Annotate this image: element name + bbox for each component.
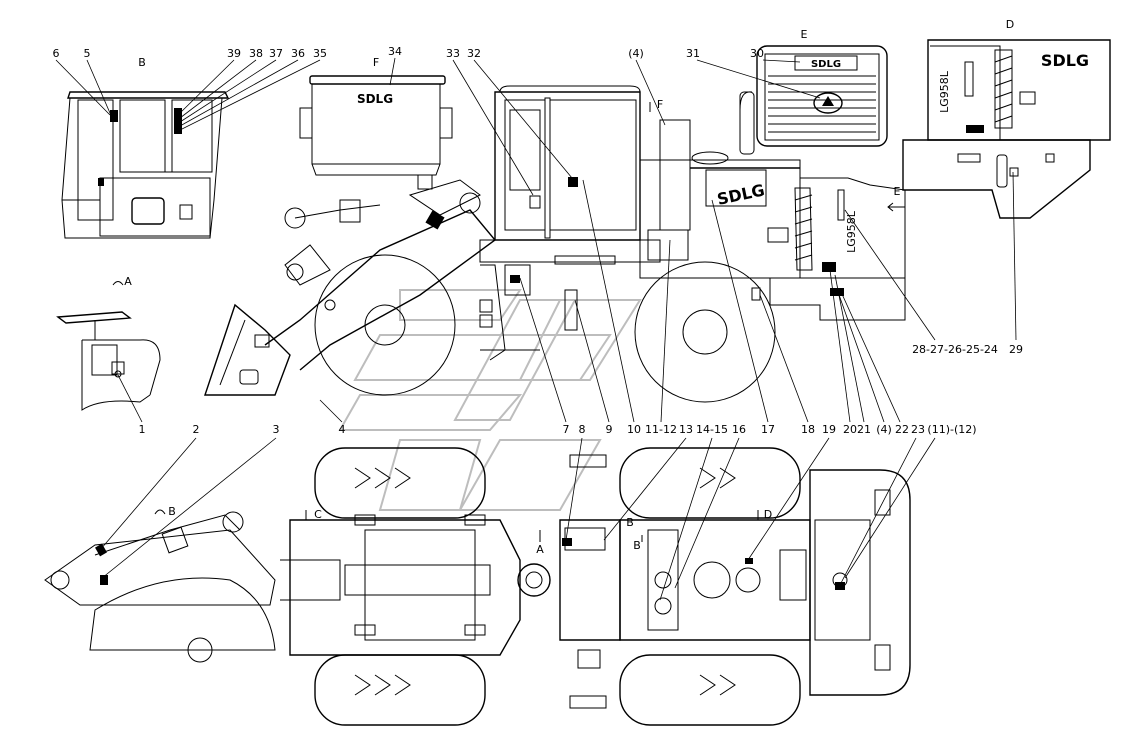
callout-23: 23 [911,423,925,436]
view-marker-e-arrow [887,202,905,212]
callout-2: 2 [193,423,200,436]
callout-30: 30 [750,47,764,60]
callout-10: 10 [627,423,641,436]
view-label-b: B [138,56,146,69]
plan-marker-b: B [633,539,641,552]
loader-plan-view [280,447,911,726]
view-marker-e: E [894,185,901,198]
callout-33: 33 [446,47,460,60]
callout-35: 35 [313,47,327,60]
callout-5: 5 [84,47,91,60]
view-marker-f: F [657,98,663,111]
view-label-f: F [373,56,379,69]
callout-4-paren-bottom: (4) [876,423,892,436]
callout-20: 20 [843,423,857,436]
body-model-mark: LG958L [845,210,858,253]
callout-17: 17 [761,423,775,436]
tank-view-f [299,75,453,176]
callout-8: 8 [579,423,586,436]
cab-view-b [61,91,230,239]
callout-6: 6 [53,47,60,60]
callout-11-12-paren: (11)-(12) [927,423,976,436]
callout-3: 3 [273,423,280,436]
callout-21: 21 [857,423,871,436]
rear-view-d [902,39,1111,219]
callout-9: 9 [606,423,613,436]
hood-view-e [756,45,888,147]
view-marker-b-arc: B [168,505,176,518]
plan-marker-b2: B [626,516,634,529]
leader-lines [55,57,1017,601]
callout-4: 4 [339,423,346,436]
view-marker-d: D [764,508,772,521]
callout-38: 38 [249,47,263,60]
plan-marker-a: A [536,543,544,556]
boom-view-b [44,511,276,663]
callout-22: 22 [895,423,909,436]
view-marker-b-arc-symbol [154,509,166,515]
watermark-logo [338,289,642,511]
callout-16: 16 [732,423,746,436]
view-marker-a: A [124,275,132,288]
callout-7: 7 [563,423,570,436]
loader-side-view [204,85,906,403]
callout-29: 29 [1009,343,1023,356]
callout-34: 34 [388,45,402,58]
rear-brand-mark: SDLG [1041,51,1089,70]
callout-32: 32 [467,47,481,60]
steering-view-a [56,311,161,411]
rear-model-mark: LG958L [938,70,951,113]
callout-36: 36 [291,47,305,60]
callout-39: 39 [227,47,241,60]
callout-18: 18 [801,423,815,436]
callout-37: 37 [269,47,283,60]
callout-4-paren-top: (4) [628,47,644,60]
callout-28-24: 28-27-26-25-24 [912,343,998,356]
view-marker-a-arc [112,281,124,286]
view-marker-c: C [314,508,322,521]
hood-brand-mark: SDLG [811,59,841,70]
callout-1: 1 [139,423,146,436]
view-label-e: E [801,28,808,41]
body-brand-mark: SDLG [715,180,766,209]
callout-19: 19 [822,423,836,436]
callout-14-15: 14-15 [696,423,728,436]
callout-11-12: 11-12 [645,423,677,436]
callout-31: 31 [686,47,700,60]
callout-13: 13 [679,423,693,436]
view-label-d: D [1006,18,1014,31]
tank-brand-mark: SDLG [357,92,393,106]
